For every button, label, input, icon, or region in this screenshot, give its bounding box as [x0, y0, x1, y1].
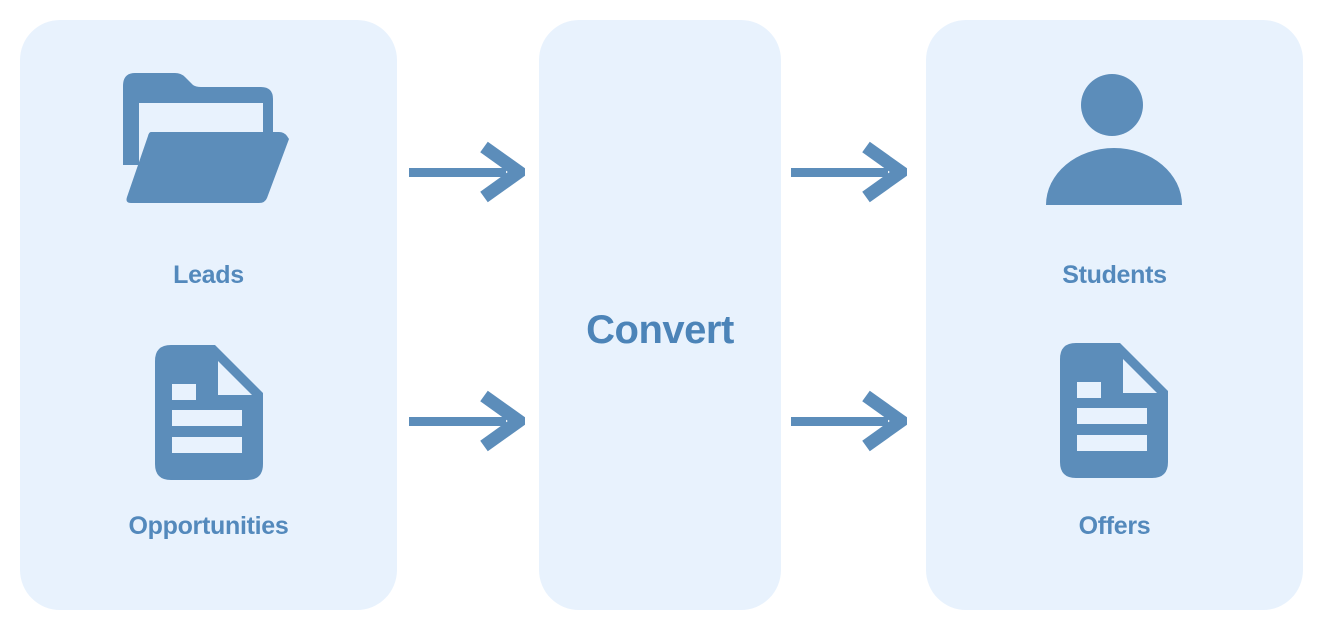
document-icon — [155, 345, 263, 480]
results-panel: Students Offers — [926, 20, 1303, 610]
arrow-right-icon — [791, 141, 907, 203]
offers-label: Offers — [1078, 512, 1151, 540]
arrow-right-icon — [409, 141, 525, 203]
sources-panel: Leads Opportunities — [20, 20, 397, 610]
convert-title: Convert — [586, 308, 734, 352]
students-label: Students — [1062, 261, 1167, 289]
arrow-right-icon — [791, 390, 907, 452]
open-folder-icon — [121, 70, 291, 207]
arrow-right-icon — [409, 390, 525, 452]
opportunities-label: Opportunities — [128, 512, 289, 540]
document-icon — [1060, 343, 1168, 478]
convert-panel: Convert — [539, 20, 781, 610]
leads-label: Leads — [173, 261, 244, 289]
person-icon — [1046, 72, 1182, 205]
